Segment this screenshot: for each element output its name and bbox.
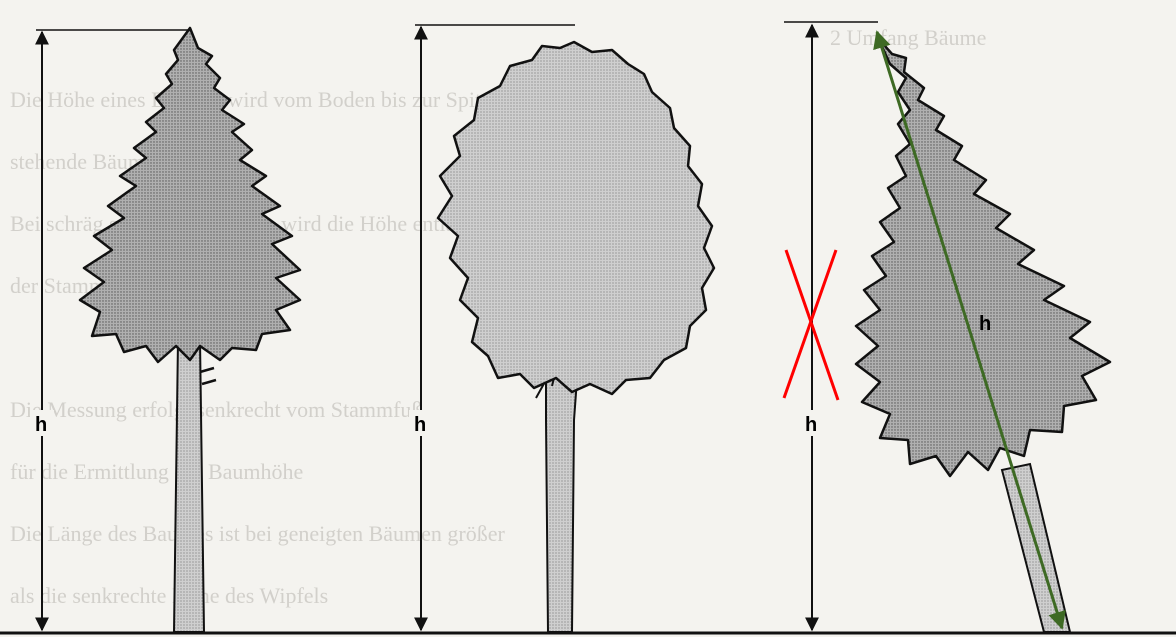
broadleaf-height-label: h <box>414 414 426 436</box>
background-text-line: Die Messung erfolgt senkrecht vom Stammf… <box>10 397 422 422</box>
leaning-tree <box>856 38 1110 632</box>
background-text-line: 2 Umfang Bäume <box>830 25 986 50</box>
leaning-vertical-height-label: h <box>805 414 817 436</box>
broadleaf-trunk <box>546 366 578 632</box>
background-text-line: Die Länge des Baumes ist bei geneigten B… <box>10 521 506 546</box>
leaning-diagonal-height-label: h <box>979 313 991 335</box>
spruce-trunk <box>174 340 204 632</box>
leaning-crown <box>856 38 1110 476</box>
background-text-line: für die Ermittlung der Baumhöhe <box>10 459 303 484</box>
background-text-line: als die senkrechte Höhe des Wipfels <box>10 583 328 608</box>
spruce-branch-stub <box>200 368 216 384</box>
spruce-height-label: h <box>35 414 47 436</box>
spruce-crown <box>80 28 300 362</box>
